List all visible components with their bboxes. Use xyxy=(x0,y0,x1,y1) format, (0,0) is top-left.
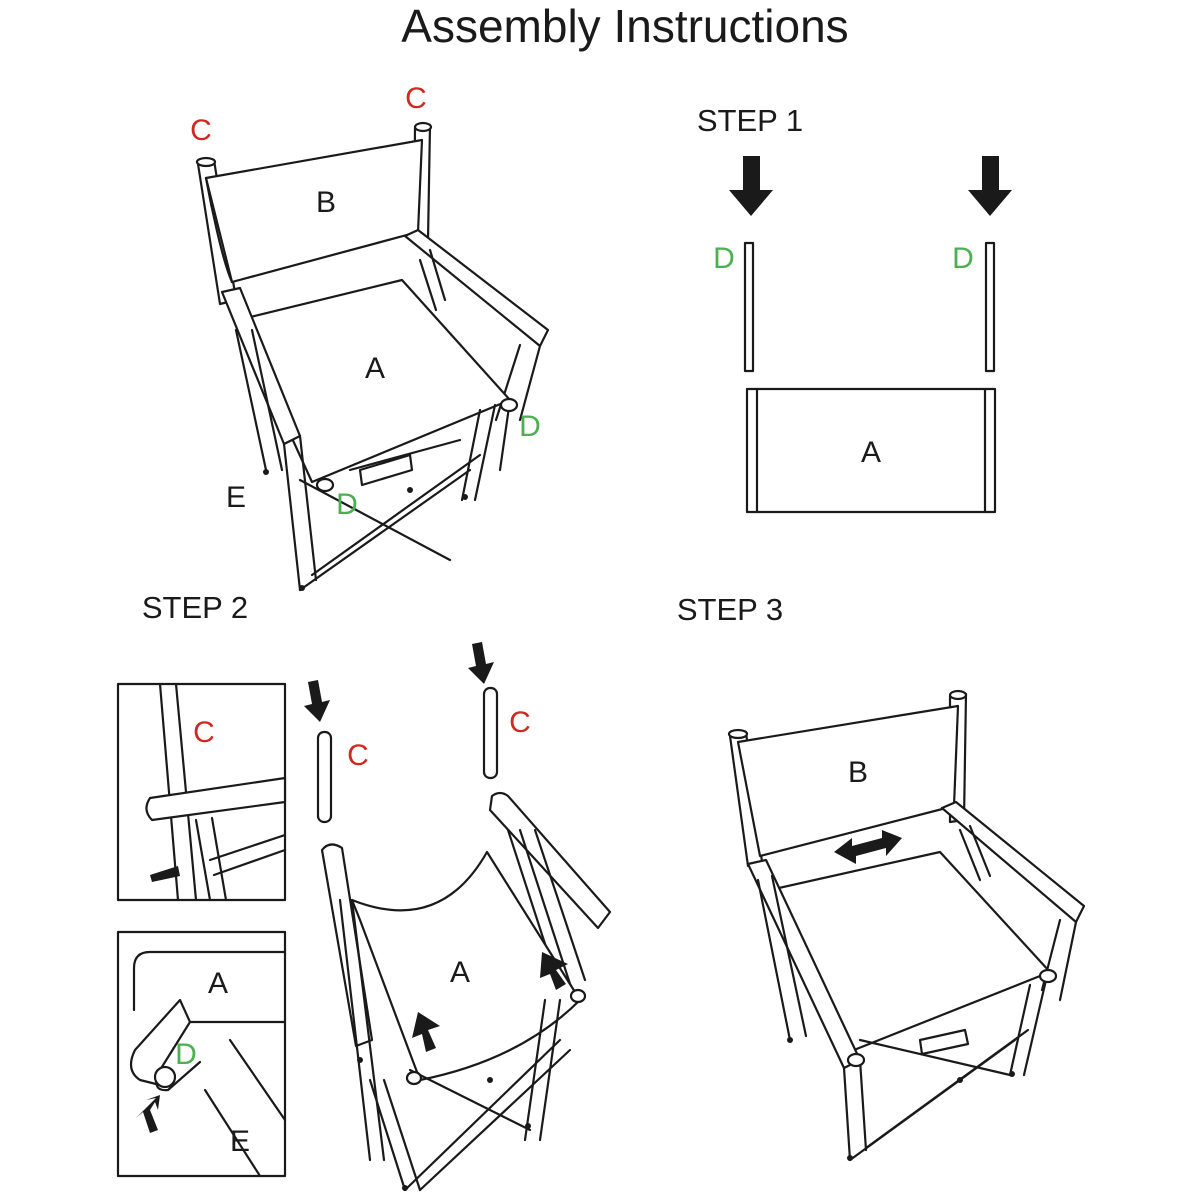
step2-panel: STEP 2 C A D E C C xyxy=(116,590,612,1192)
page-title: Assembly Instructions xyxy=(401,0,848,52)
pole-top-left xyxy=(195,156,217,168)
detail-box-rod: A D E xyxy=(116,930,287,1178)
overview-chair: C C B A D D E xyxy=(190,82,550,592)
pole-c-left xyxy=(316,730,333,824)
rod-end-detail xyxy=(153,1065,177,1089)
armrest-left xyxy=(320,843,374,1048)
label-c-right: C xyxy=(405,82,427,115)
step1-panel: STEP 1 D D A xyxy=(697,103,1012,514)
label-a: A xyxy=(450,956,470,989)
label-d-left: D xyxy=(336,488,358,521)
rod-end-right xyxy=(499,397,519,413)
rod-d-left xyxy=(743,241,755,373)
seat-fabric-flat xyxy=(745,387,997,514)
label-e-detail: E xyxy=(230,1125,250,1158)
label-d-right: D xyxy=(519,410,541,443)
armrest-right xyxy=(403,228,550,348)
step2-heading: STEP 2 xyxy=(142,590,248,625)
label-c-detail: C xyxy=(193,716,215,749)
detail-box-pole: C xyxy=(116,682,287,902)
arrow-down-icon xyxy=(304,680,330,722)
armrest-detail xyxy=(145,776,287,822)
label-b: B xyxy=(316,186,336,219)
label-a-detail: A xyxy=(208,967,228,1000)
label-c-left: C xyxy=(347,739,369,772)
arrow-down-icon xyxy=(729,156,773,216)
rod-d-right xyxy=(984,241,996,373)
arrow-down-icon xyxy=(468,642,494,684)
pole-top-right xyxy=(413,121,433,133)
armrest-right xyxy=(940,800,1086,924)
pole-c-right xyxy=(482,686,499,780)
step3-panel: STEP 3 B xyxy=(677,592,1086,1162)
double-arrow-icon xyxy=(834,830,902,864)
arrow-up-icon xyxy=(412,1012,440,1052)
label-c-left: C xyxy=(190,114,212,147)
label-d-detail: D xyxy=(175,1038,197,1071)
rod-end-left xyxy=(315,477,335,493)
label-d-right: D xyxy=(952,242,974,275)
arrow-down-icon xyxy=(968,156,1012,216)
armrest-right xyxy=(488,791,612,930)
label-a: A xyxy=(861,436,881,469)
seat-fabric xyxy=(768,850,1052,1052)
screw-icon xyxy=(150,866,180,882)
backrest-fabric xyxy=(204,138,424,284)
step3-heading: STEP 3 xyxy=(677,592,783,627)
arrow-up-icon xyxy=(136,1095,160,1133)
arrow-up-icon xyxy=(540,952,568,990)
label-c-right: C xyxy=(509,706,531,739)
step1-heading: STEP 1 xyxy=(697,103,803,138)
label-e: E xyxy=(226,481,246,514)
label-d-left: D xyxy=(713,242,735,275)
label-b: B xyxy=(848,756,868,789)
label-a: A xyxy=(365,352,385,385)
